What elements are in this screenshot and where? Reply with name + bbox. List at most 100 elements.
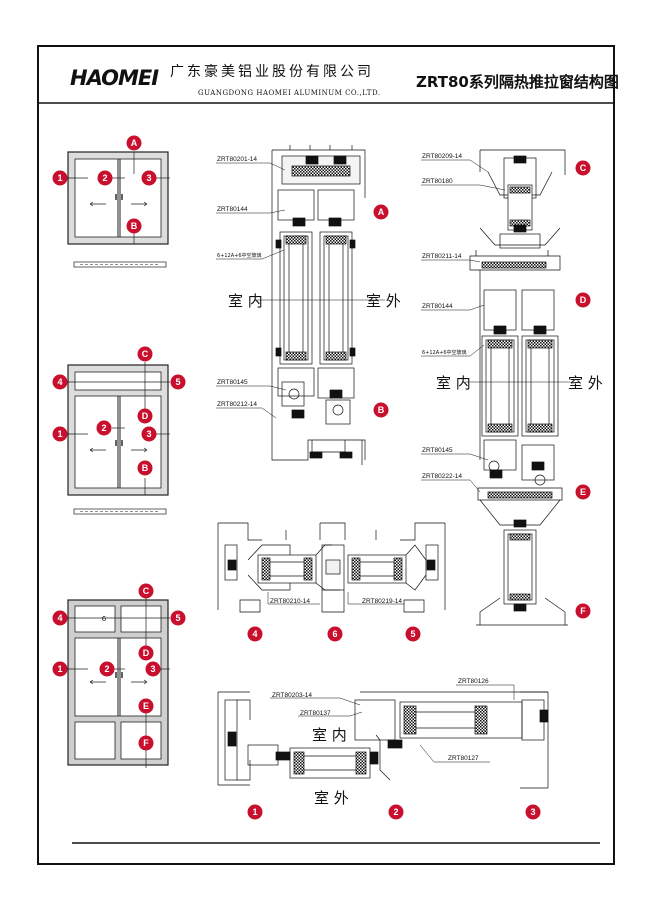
svg-text:2: 2 [102,173,107,183]
svg-text:B: B [131,221,138,231]
room-indoor-123: 室 内 [312,726,347,744]
marker-3-elev2: 3 [141,426,157,442]
company-logo: HAOMEI [70,66,160,90]
callouts-CF [421,159,506,493]
section-A-B [271,145,366,465]
room-outdoor-123: 室 外 [314,789,349,807]
marker-B-elev1: B [126,218,142,234]
label-zrt80212: ZRT80212-14 [217,401,257,408]
svg-text:1: 1 [57,429,62,439]
label-zrt80144-a: ZRT80144 [217,206,248,213]
svg-text:B: B [378,405,385,415]
label-zrt80222: ZRT80222-14 [422,473,462,480]
label-zrt80144-b: ZRT80144 [422,303,453,310]
elevation-window-1 [66,151,170,268]
svg-text:3: 3 [150,664,155,674]
svg-text:C: C [580,163,587,173]
marker-C-elev3: C [138,583,154,599]
room-indoor-AB: 室 内 [228,292,263,310]
marker-C-elev2: C [137,346,153,362]
marker-3-section: 3 [525,804,541,820]
marker-4-section: 4 [247,626,263,642]
marker-F-section: F [575,603,591,619]
company-name-en: GUANGDONG HAOMEI ALUMINUM CO.,LTD. [198,89,381,97]
callouts-AB [216,162,287,419]
marker-A-section: A [373,204,389,220]
marker-1-elev2: 1 [52,426,68,442]
label-zrt80145-b: ZRT80145 [422,447,453,454]
label-zrt80201: ZRT80201-14 [217,156,257,163]
room-indoor-CF: 室 内 [436,374,471,392]
svg-text:4: 4 [252,629,257,639]
marker-E-section: E [575,484,591,500]
elevation-window-3: 6 [66,598,170,768]
svg-text:D: D [143,648,150,658]
marker-2-section: 2 [388,804,404,820]
marker-6-section: 6 [327,626,343,642]
marker-A-elev1: A [126,135,142,151]
callouts-123 [270,684,515,763]
svg-text:5: 5 [410,629,415,639]
label-zrt80180: ZRT80180 [422,178,453,185]
marker-C-section: C [575,160,591,176]
svg-text:5: 5 [175,613,180,623]
svg-text:C: C [143,586,150,596]
marker-5-section: 5 [405,626,421,642]
svg-text:4: 4 [57,377,62,387]
marker-2-elev3: 2 [99,661,115,677]
marker-3-elev1: 3 [141,170,157,186]
marker-D-section: D [575,292,591,308]
svg-text:B: B [142,463,149,473]
marker-1-section: 1 [247,804,263,820]
room-outdoor-AB: 室 外 [366,292,401,310]
label-zrt80127: ZRT80127 [448,755,479,762]
label-zrt80211: ZRT80211-14 [422,253,462,260]
marker-E-elev3: E [138,698,154,714]
elevation-fixed-pane-label: 6 [102,615,107,623]
label-zrt80209: ZRT80209-14 [422,153,462,160]
marker-D-elev2: D [137,408,153,424]
marker-F-elev3: F [138,735,154,751]
label-zrt80203: ZRT80203-14 [272,692,312,699]
marker-2-elev1: 2 [97,170,113,186]
svg-text:2: 2 [104,664,109,674]
marker-B-section: B [373,402,389,418]
svg-text:E: E [580,487,586,497]
marker-D-elev3: D [138,645,154,661]
marker-2-elev2: 2 [96,420,112,436]
svg-text:3: 3 [146,429,151,439]
marker-B-elev2: B [137,460,153,476]
marker-1-elev3: 1 [52,661,68,677]
section-C-F [469,149,568,626]
svg-text:3: 3 [146,173,151,183]
company-name-cn: 广东豪美铝业股份有限公司 [170,64,374,80]
section-4-6-5 [217,522,446,613]
marker-5-elev3: 5 [170,610,186,626]
marker-4-elev3: 4 [52,610,68,626]
page-title: ZRT80系列隔热推拉窗结构图 [416,73,619,91]
svg-text:D: D [580,295,587,305]
svg-text:1: 1 [57,173,62,183]
label-zrt80145-a: ZRT80145 [217,379,248,386]
label-glass-a: 6+12A+6中空玻璃 [217,252,262,259]
svg-text:E: E [143,701,149,711]
svg-text:F: F [580,606,586,616]
marker-1-elev1: 1 [52,170,68,186]
svg-text:A: A [378,207,385,217]
label-zrt80219: ZRT80219-14 [362,598,402,605]
label-zrt80137: ZRT80137 [300,710,331,717]
svg-text:C: C [142,349,149,359]
room-outdoor-CF: 室 外 [568,374,603,392]
label-zrt80210: ZRT80210-14 [270,598,310,605]
marker-5-elev2: 5 [170,374,186,390]
svg-text:3: 3 [530,807,535,817]
marker-4-elev2: 4 [52,374,68,390]
marker-3-elev3: 3 [145,661,161,677]
sheet-border [37,45,615,865]
svg-text:D: D [142,411,149,421]
svg-text:2: 2 [393,807,398,817]
label-zrt80126: ZRT80126 [458,678,489,685]
svg-text:F: F [143,738,149,748]
svg-text:5: 5 [175,377,180,387]
